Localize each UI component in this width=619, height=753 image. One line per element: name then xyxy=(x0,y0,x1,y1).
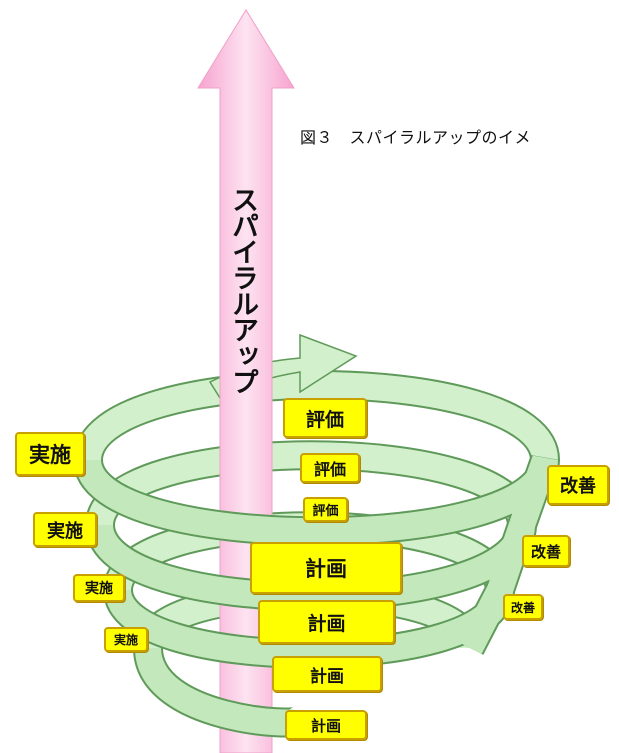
evaluate-label: 評価 xyxy=(303,497,348,522)
implement-label: 実施 xyxy=(104,627,148,652)
plan-label: 計画 xyxy=(258,600,395,644)
evaluate-label: 評価 xyxy=(283,398,367,438)
implement-label: 実施 xyxy=(15,432,85,476)
improve-label: 改善 xyxy=(503,594,543,620)
improve-label: 改善 xyxy=(547,465,609,505)
figure-caption: 図３ スパイラルアップのイメ xyxy=(300,128,532,146)
plan-label: 計画 xyxy=(272,656,382,692)
implement-label: 実施 xyxy=(33,512,97,547)
evaluate-label: 評価 xyxy=(300,453,360,483)
plan-label: 計画 xyxy=(285,710,367,740)
implement-label: 実施 xyxy=(73,574,125,602)
improve-label: 改善 xyxy=(522,535,570,567)
plan-label: 計画 xyxy=(250,542,402,594)
arrow-label: スパイラルアップ xyxy=(227,186,258,394)
